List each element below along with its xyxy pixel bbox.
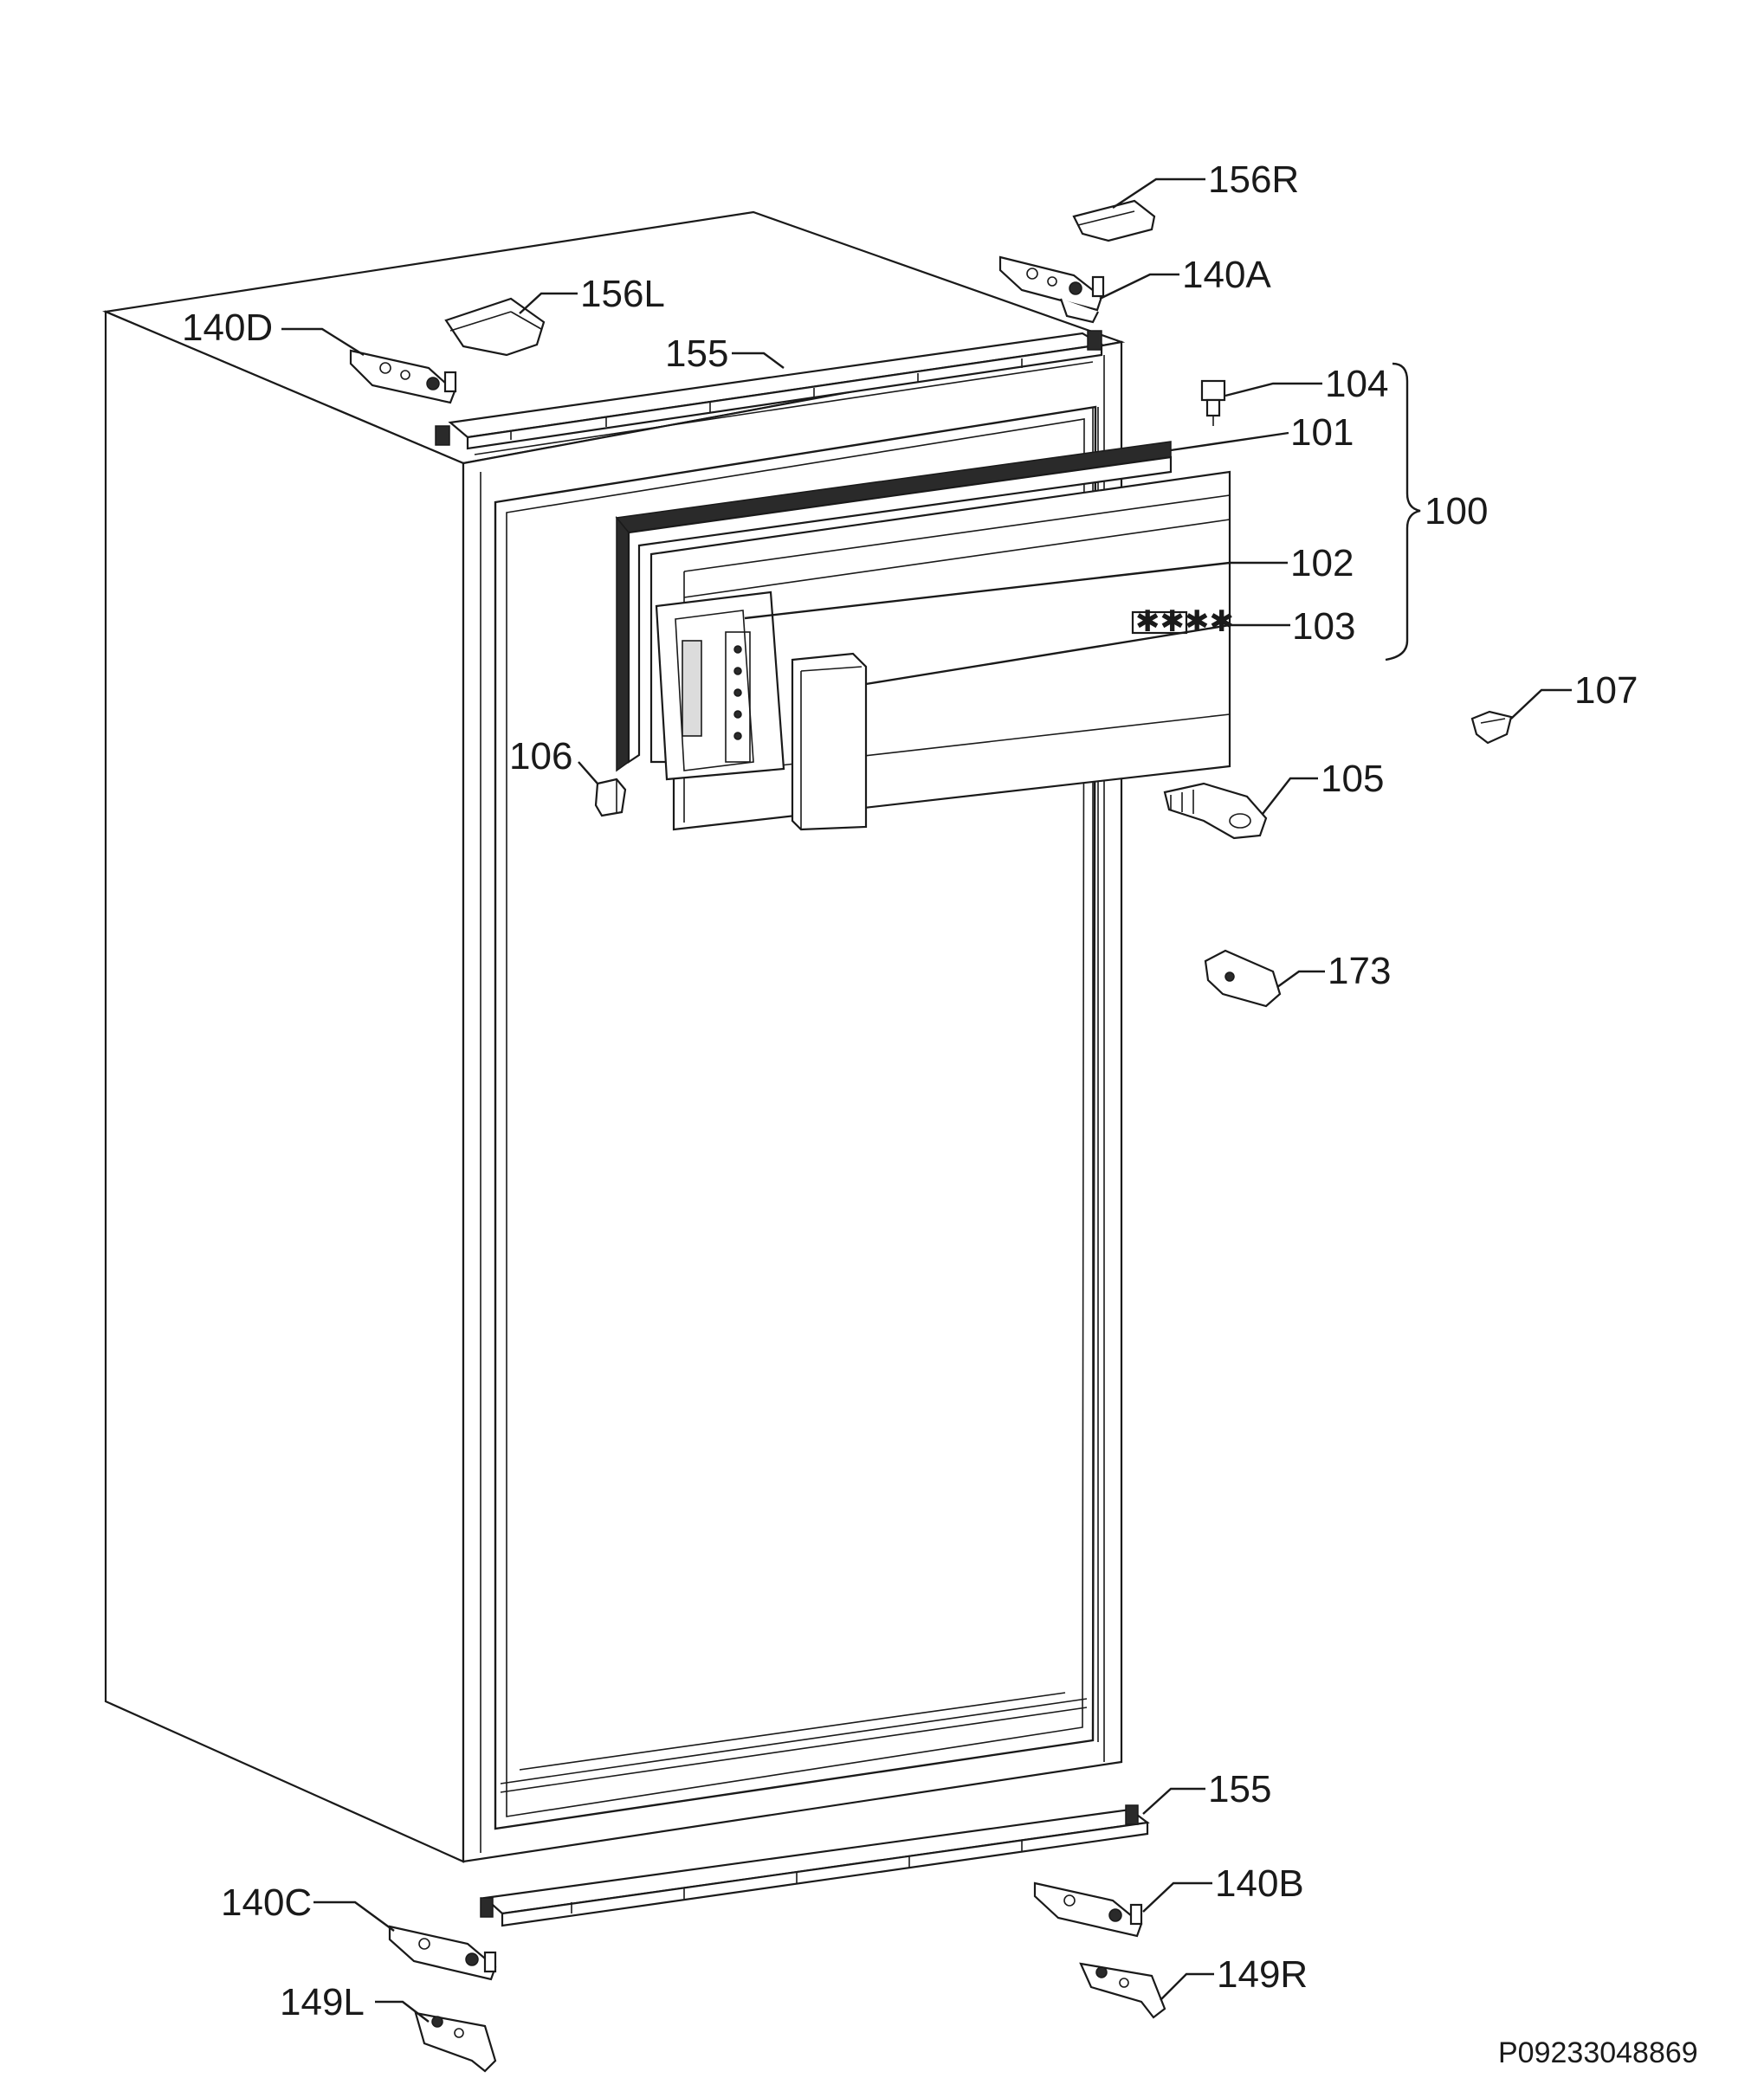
label-104: 104 bbox=[1325, 363, 1388, 405]
bracket-149L bbox=[414, 2011, 497, 2073]
refrigerator-cabinet bbox=[102, 210, 1126, 1863]
part-106 bbox=[594, 778, 627, 817]
label-102: 102 bbox=[1290, 542, 1354, 584]
label-155-bottom: 155 bbox=[1208, 1768, 1271, 1810]
label-107: 107 bbox=[1574, 669, 1638, 712]
part-105 bbox=[1163, 782, 1268, 840]
label-173: 173 bbox=[1328, 950, 1391, 992]
part-173 bbox=[1204, 949, 1282, 1008]
label-156L: 156L bbox=[580, 273, 665, 315]
callout-labels: 156R 140A 156L 140D 155 104 101 100 102 … bbox=[182, 158, 1698, 2069]
hinge-140A bbox=[998, 255, 1105, 324]
freezer-door-assembly: ✱✱✱✱ bbox=[615, 441, 1234, 831]
hinge-140D bbox=[349, 349, 457, 404]
bottom-hinge-strip bbox=[480, 1804, 1150, 1927]
label-149L: 149L bbox=[280, 1981, 365, 2023]
label-155-top: 155 bbox=[665, 332, 728, 375]
label-140A: 140A bbox=[1182, 254, 1271, 296]
label-149R: 149R bbox=[1217, 1953, 1308, 1996]
label-106: 106 bbox=[509, 735, 572, 778]
part-104 bbox=[1200, 379, 1226, 426]
hinge-140C bbox=[388, 1925, 497, 1981]
label-100: 100 bbox=[1425, 490, 1488, 532]
leader-lines bbox=[281, 177, 1572, 2023]
cover-156R bbox=[1072, 199, 1156, 242]
reference-code: P09233048869 bbox=[1498, 2036, 1698, 2069]
hinge-140B bbox=[1033, 1881, 1143, 1938]
label-103: 103 bbox=[1292, 605, 1355, 648]
bracket-149R bbox=[1079, 1962, 1166, 2019]
label-140B: 140B bbox=[1215, 1862, 1304, 1905]
label-140C: 140C bbox=[221, 1881, 312, 1924]
label-140D: 140D bbox=[182, 307, 273, 349]
label-156R: 156R bbox=[1208, 158, 1299, 201]
part-107 bbox=[1470, 710, 1513, 745]
label-101: 101 bbox=[1290, 411, 1354, 454]
top-hinge-strip bbox=[435, 330, 1105, 450]
label-105: 105 bbox=[1321, 758, 1384, 800]
